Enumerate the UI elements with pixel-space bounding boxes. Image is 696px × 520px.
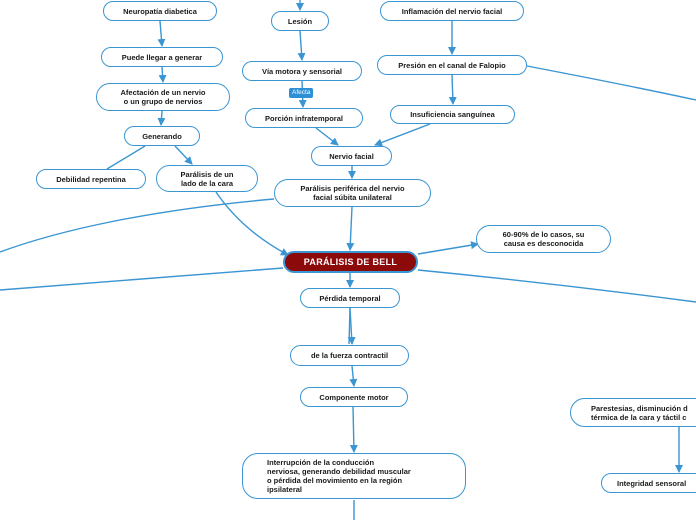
edge-presion-insuficiencia	[448, 74, 457, 105]
node-inflamacion[interactable]: Inflamación del nervio facial	[380, 1, 524, 21]
node-interrupcion[interactable]: Interrupción de la conducción nerviosa, …	[242, 453, 466, 499]
edge-central-offright	[417, 269, 696, 303]
central-topic[interactable]: PARÁLISIS DE BELL	[283, 251, 418, 273]
node-integridad[interactable]: Integridad sensoral	[601, 473, 696, 493]
node-via-motora[interactable]: Vía motora y sensorial	[242, 61, 362, 81]
edge-paralisis-central	[215, 191, 289, 256]
edge-label-afecta: Afecta	[289, 88, 314, 98]
edge-generando-debilidad	[106, 145, 146, 170]
node-paralisis-periferica[interactable]: Parálisis periférica del nervio facial s…	[274, 179, 431, 207]
node-debilidad[interactable]: Debilidad repentina	[36, 169, 146, 189]
node-afectacion[interactable]: Afectación de un nervio o un grupo de ne…	[96, 83, 230, 111]
edge-afectacion-generando	[157, 110, 166, 126]
node-paralisis-lado[interactable]: Parálisis de un lado de la cara	[156, 165, 258, 192]
node-puede-llegar[interactable]: Puede llegar a generar	[101, 47, 223, 67]
node-porcentaje[interactable]: 60-90% de lo casos, su causa es desconoc…	[476, 225, 611, 253]
edge-presion-offscreen	[526, 65, 696, 101]
node-porcion[interactable]: Porción infratemporal	[245, 108, 363, 128]
node-componente-motor[interactable]: Componente motor	[300, 387, 408, 407]
node-fuerza[interactable]: de la fuerza contractil	[290, 345, 409, 366]
edge-paralisisperif-offscreen	[0, 198, 275, 253]
edge-insuficiencia-nervio	[374, 123, 431, 147]
node-nervio-facial[interactable]: Nervio facial	[311, 146, 392, 166]
edge-componente-interrupcion	[349, 406, 358, 453]
node-neuropatia[interactable]: Neuropatía diabetica	[103, 1, 217, 21]
edge-generando-paralisis	[174, 145, 193, 165]
edge-lesion-via	[297, 30, 306, 61]
node-presion[interactable]: Presión en el canal de Falopio	[377, 55, 527, 75]
node-perdida-temporal[interactable]: Pérdida temporal	[300, 288, 400, 308]
node-parestesias[interactable]: Parestesias, disminución d térmica de la…	[570, 398, 696, 427]
edge-paralisisperif-central	[346, 206, 355, 251]
edge-porcion-nervio	[315, 127, 339, 146]
edge-central-porcentaje	[417, 241, 479, 255]
edge-central-offleft	[0, 267, 284, 291]
node-generando[interactable]: Generando	[124, 126, 200, 146]
edge-perdida-fuerza-2	[348, 307, 351, 345]
edge-fuerza-componente	[349, 365, 358, 387]
node-lesion[interactable]: Lesión	[271, 11, 329, 31]
node-insuficiencia[interactable]: Insuficiencia sanguínea	[390, 105, 515, 124]
edge-puede-afectacion	[158, 66, 167, 83]
edge-neuropatia-puede	[157, 20, 166, 47]
